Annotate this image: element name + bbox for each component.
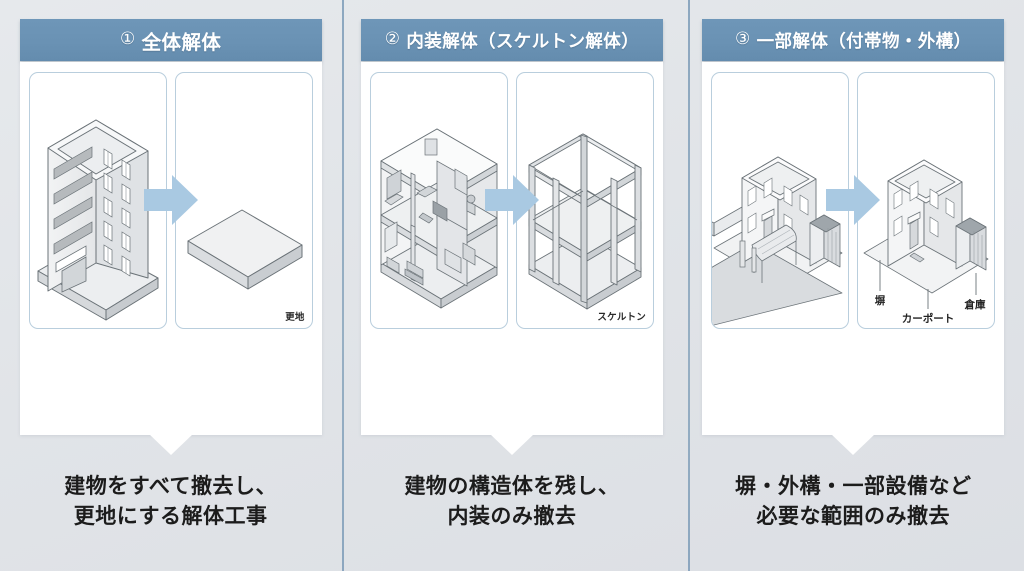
furnished-house-cutaway-icon: [380, 128, 498, 309]
column-2-caption-line1: 建物の構造体を残し、: [404, 475, 620, 498]
house-with-fence-carport-icon: [712, 156, 843, 326]
column-interior-demolition: ② 内装解体（スケルトン解体）: [341, 0, 682, 571]
card-notch-1: [148, 434, 193, 455]
column-2-header: ② 内装解体（スケルトン解体）: [360, 19, 663, 61]
vacant-land-slab-icon: [187, 209, 303, 290]
house-removed-exterior-icon: 塀 カーポート 倉庫: [863, 159, 989, 325]
pane-tag-skeleton: スケルトン: [597, 312, 646, 323]
column-3-number: ③: [735, 29, 751, 48]
column-2-caption-line2: 内装のみ撤去: [447, 505, 577, 529]
transition-arrow-icon: [826, 175, 881, 225]
card-notch-3: [831, 434, 876, 455]
column-3-card: 塀 カーポート 倉庫: [702, 62, 1005, 455]
column-1-number: ①: [120, 29, 136, 48]
column-1-caption-line2: 更地にする解体工事: [73, 505, 268, 529]
callout-warehouse: 倉庫: [964, 298, 986, 311]
column-2-panes: スケルトン: [361, 72, 663, 330]
column-3-caption-line1: 塀・外構・一部設備など: [734, 475, 972, 498]
pane-before-furnished-house: [369, 72, 508, 329]
column-2-card: スケルトン: [360, 62, 663, 455]
column-3-caption: 塀・外構・一部設備など 必要な範囲のみ撤去: [683, 472, 1024, 533]
pane-before-building: [28, 72, 167, 329]
callout-fence: 塀: [875, 294, 886, 307]
pane-after-vacant-land: 更地: [174, 72, 313, 329]
pane-after-house-exterior-removed: 塀 カーポート 倉庫: [857, 72, 996, 329]
column-partial-demolition: ③ 一部解体（付帯物・外構）: [683, 0, 1024, 571]
column-1-card: 更地: [19, 62, 322, 455]
column-3-header: ③ 一部解体（付帯物・外構）: [702, 19, 1005, 61]
pane-after-skeleton-frame: スケルトン: [515, 72, 654, 329]
structural-frame-icon: [528, 133, 642, 310]
column-divider-1: [342, 0, 344, 571]
column-divider-2: [688, 0, 690, 571]
column-3-title: 一部解体（付帯物・外構）: [756, 30, 972, 51]
pane-tag-vacant-land: 更地: [285, 312, 305, 323]
column-full-demolition: ① 全体解体: [0, 0, 341, 571]
column-2-number: ②: [384, 29, 401, 48]
column-1-caption: 建物をすべて撤去し、 更地にする解体工事: [0, 472, 341, 533]
column-2-caption: 建物の構造体を残し、 内装のみ撤去: [341, 472, 682, 533]
multi-story-building-icon: [37, 119, 159, 321]
column-2-title: 内装解体（スケルトン解体）: [406, 30, 640, 51]
column-3-caption-line2: 必要な範囲のみ撤去: [756, 505, 950, 529]
column-1-title: 全体解体: [141, 31, 222, 54]
transition-arrow-icon: [484, 175, 539, 225]
pane-before-house-with-exterior: [711, 72, 850, 329]
column-3-panes: 塀 カーポート 倉庫: [702, 72, 1004, 330]
column-1-header: ① 全体解体: [19, 19, 322, 61]
card-notch-2: [489, 434, 534, 455]
column-1-caption-line1: 建物をすべて撤去し、: [64, 475, 277, 498]
callout-carport: カーポート: [902, 312, 955, 325]
column-1-panes: 更地: [20, 72, 322, 330]
transition-arrow-icon: [143, 175, 198, 225]
